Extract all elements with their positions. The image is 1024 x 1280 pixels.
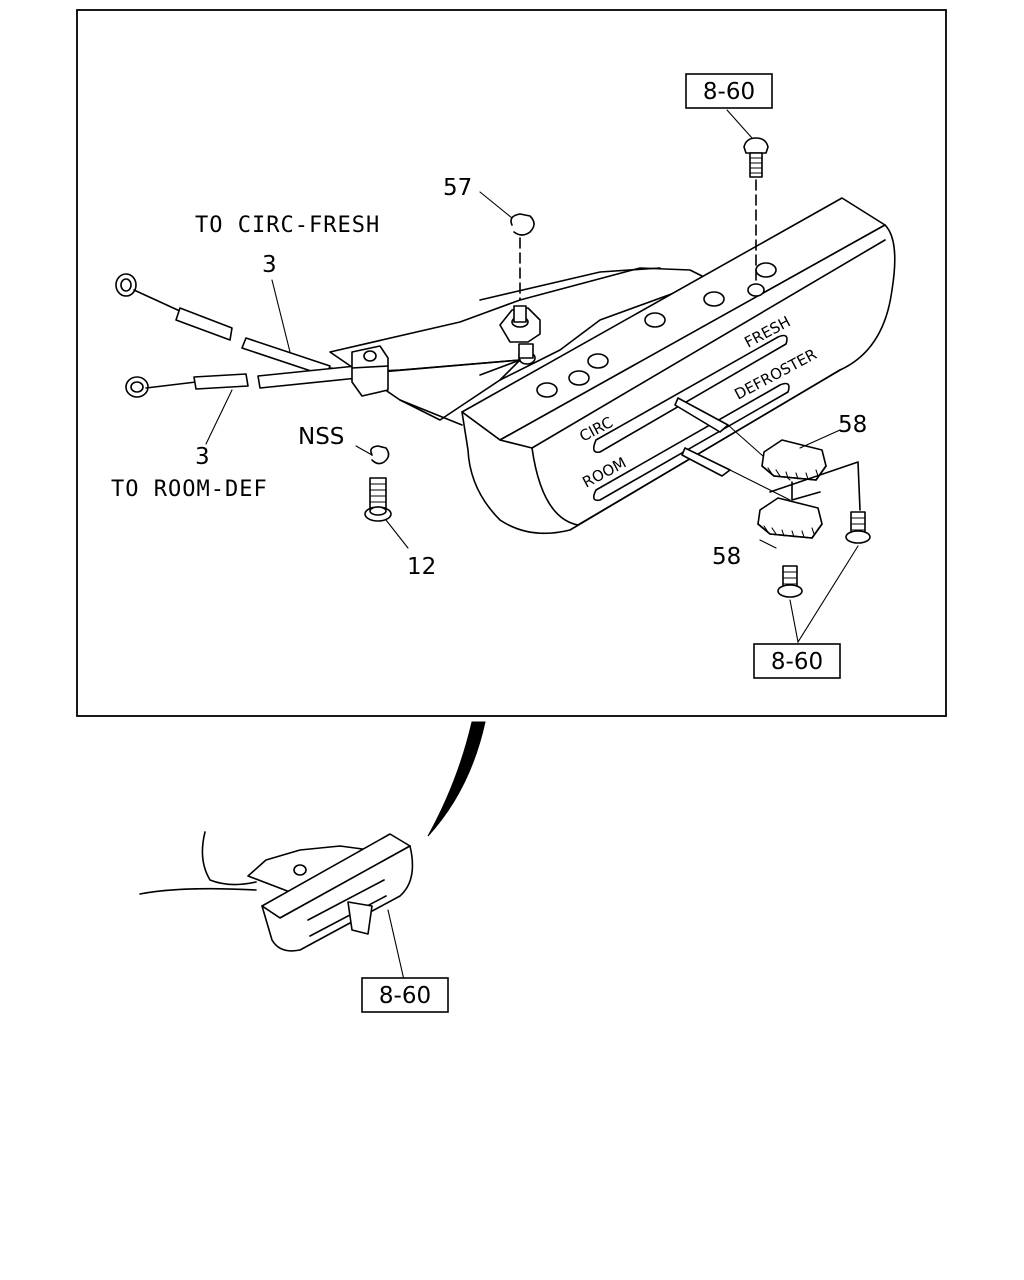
label-to-circ-fresh: TO CIRC-FRESH	[195, 213, 380, 238]
screw-bottom-right	[845, 511, 871, 544]
label-cable-3-lower: 3	[195, 444, 210, 470]
label-knob-58-upper: 58	[838, 412, 867, 438]
ref-box-bottom-right[interactable]: 8-60	[753, 643, 841, 679]
label-nss: NSS	[298, 424, 344, 450]
label-screw-12: 12	[407, 554, 436, 580]
svg-text:8-60: 8-60	[379, 983, 431, 1009]
ref-box-top[interactable]: 8-60	[685, 73, 773, 109]
label-clip-57: 57	[443, 175, 472, 201]
screw-12	[364, 477, 409, 549]
e-clip-57	[479, 191, 535, 301]
top-face-holes	[536, 262, 777, 398]
upper-cable	[115, 273, 521, 377]
cable-clamp	[351, 345, 389, 397]
nss-clip	[355, 445, 390, 465]
svg-text:8-60: 8-60	[703, 79, 755, 105]
screw-top	[726, 109, 769, 286]
overview-locator	[139, 831, 414, 981]
svg-text:8-60: 8-60	[771, 649, 823, 675]
label-to-room-def: TO ROOM-DEF	[111, 477, 268, 502]
lever-slots	[592, 334, 790, 502]
ref-box-overview[interactable]: 8-60	[361, 977, 449, 1013]
label-cable-3-upper: 3	[262, 252, 277, 278]
control-panel-assembly: CIRC ROOM FRESH DEFROSTER	[329, 197, 896, 535]
callout-wedge	[427, 721, 486, 837]
knob-58-upper	[761, 429, 841, 481]
label-knob-58-lower: 58	[712, 544, 741, 570]
pivot-stud-star-nut	[479, 305, 541, 381]
knob-58-lower	[757, 497, 823, 549]
detail-frame	[76, 9, 947, 717]
screw-bottom-left	[777, 565, 803, 598]
